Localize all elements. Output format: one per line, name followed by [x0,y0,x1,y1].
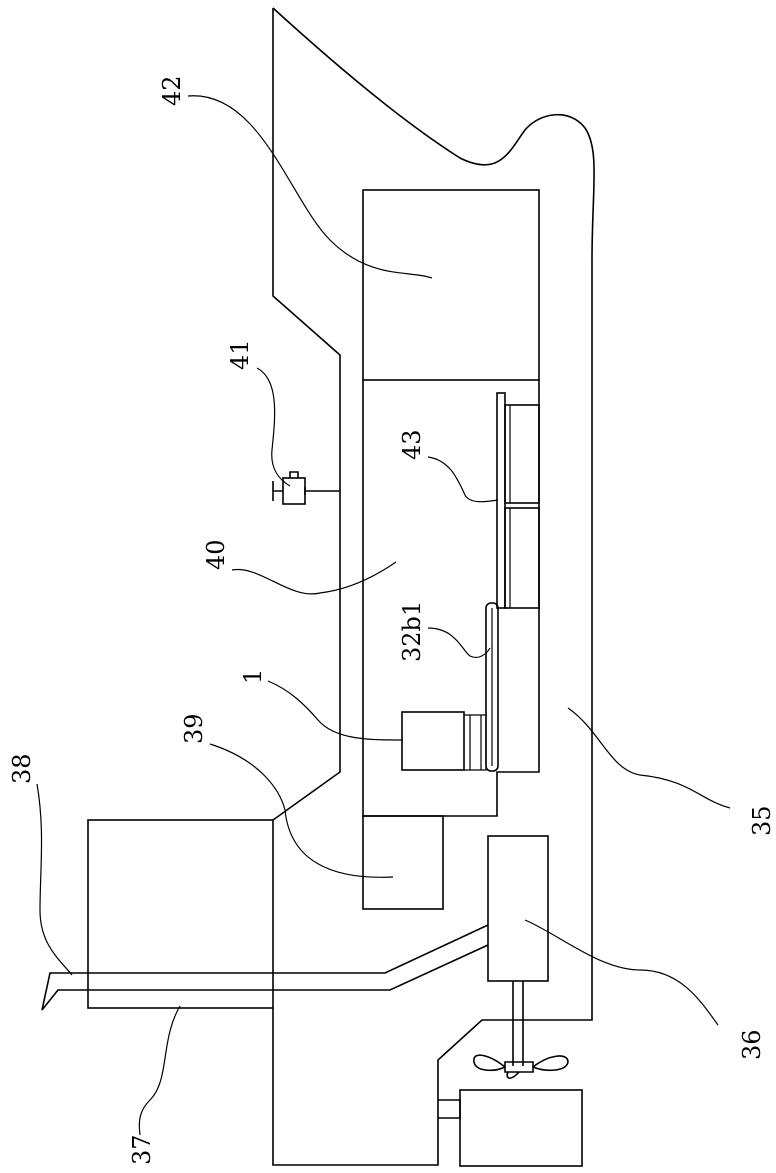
deck-line [273,8,340,820]
leader-42 [188,96,432,278]
unit-1-frame [464,715,486,770]
motor-coupling [438,1100,460,1118]
unit-1 [402,712,464,770]
chamber-42 [363,190,539,380]
label-35: 35 [748,805,776,836]
label-32b1: 32b1 [398,601,426,662]
hoist-41-hook [273,472,298,501]
label-37: 37 [128,1134,156,1165]
leader-40 [232,562,396,594]
rack-43-plate [497,393,505,608]
pipe-37-outer [42,925,488,1010]
leader-43 [428,457,498,502]
motor-box [460,1090,582,1166]
box-38 [88,820,273,1008]
hoist-41-post [305,487,340,495]
leader-37 [139,1006,180,1135]
label-36: 36 [738,1029,766,1060]
hull-outline [273,8,594,1165]
hoist-41-body [283,478,305,504]
leader-1 [268,681,403,740]
label-39: 39 [180,713,208,744]
leader-38 [37,784,72,975]
label-43: 43 [398,429,426,460]
box-39 [363,816,443,909]
engine-36 [488,836,548,981]
leader-36 [525,920,718,1025]
compartment-40 [363,380,539,816]
label-41: 41 [226,339,254,370]
label-1: 1 [239,669,267,684]
propeller-shaft [513,981,523,1066]
label-40: 40 [202,539,230,570]
label-38: 38 [8,753,36,784]
propeller [474,1055,568,1078]
label-42: 42 [158,75,186,106]
leader-41 [257,368,290,486]
leader-32b1 [428,628,490,657]
leader-39 [210,744,393,877]
